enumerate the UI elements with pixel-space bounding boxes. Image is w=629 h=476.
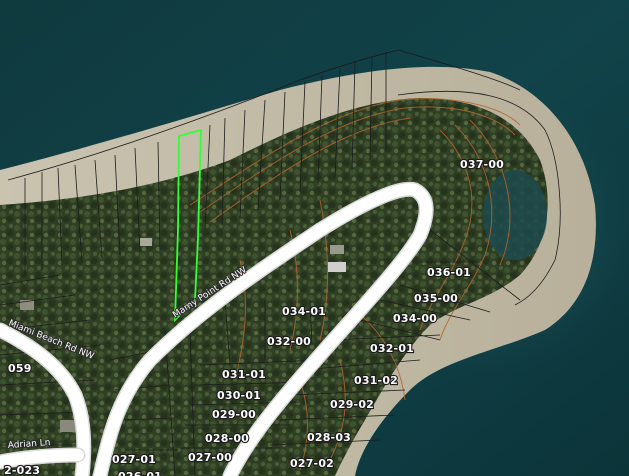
parcel-label[interactable]: 029-02: [329, 397, 375, 412]
parcel-label[interactable]: 027-01: [111, 452, 157, 467]
building: [328, 262, 346, 272]
lagoon: [483, 170, 547, 260]
building: [140, 238, 152, 246]
parcel-label[interactable]: 028-03: [306, 430, 352, 445]
building: [20, 300, 34, 310]
parcel-label[interactable]: 027-02: [289, 456, 335, 471]
selected-parcel-outline[interactable]: [174, 128, 202, 323]
road-network: [0, 181, 434, 476]
building: [330, 245, 344, 254]
parcel-label[interactable]: 059: [7, 361, 33, 376]
parcel-label[interactable]: 036-01: [426, 265, 472, 280]
parcel-label[interactable]: 031-01: [221, 367, 267, 382]
parcel-label[interactable]: 026-01: [117, 469, 163, 476]
parcel-label[interactable]: 029-00: [211, 407, 257, 422]
parcel-label[interactable]: 031-02: [353, 373, 399, 388]
building: [60, 420, 76, 432]
parcel-label[interactable]: 032-00: [266, 334, 312, 349]
parcel-label[interactable]: 027-00: [187, 450, 233, 465]
parcel-label[interactable]: 035-00: [413, 291, 459, 306]
parcel-label[interactable]: 028-00: [204, 431, 250, 446]
parcel-label[interactable]: 032-01: [369, 341, 415, 356]
parcel-label[interactable]: 034-00: [392, 311, 438, 326]
parcel-label[interactable]: 2-023: [3, 463, 41, 476]
parcel-label[interactable]: 034-01: [281, 304, 327, 319]
parcel-label[interactable]: 037-00: [459, 157, 505, 172]
road-label: Adrian Ln: [8, 438, 51, 451]
parcel-label[interactable]: 030-01: [216, 388, 262, 403]
